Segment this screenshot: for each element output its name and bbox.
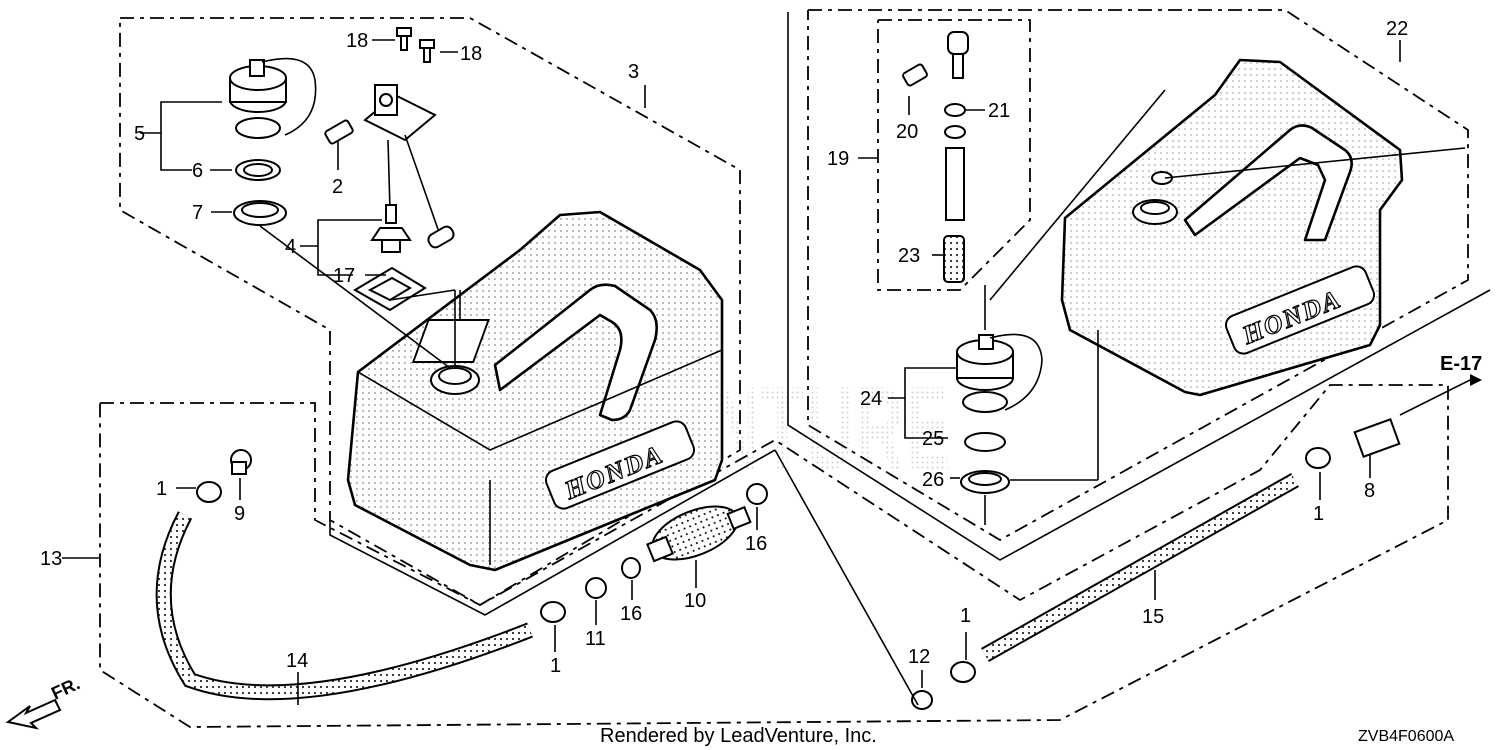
leader-lines xyxy=(62,39,1482,706)
callout-10: 10 xyxy=(684,590,706,612)
callout-16b: 16 xyxy=(745,533,767,555)
callout-18b: 18 xyxy=(460,43,482,65)
cap-assembly-19 xyxy=(902,31,969,283)
fuel-tank: HONDA xyxy=(346,210,724,572)
frame-lines xyxy=(329,12,1491,616)
hose-15 xyxy=(981,473,1299,662)
fuel-cap xyxy=(229,57,317,139)
fuel-gauge xyxy=(363,84,455,253)
callout-2: 2 xyxy=(332,176,343,198)
callout-1d: 1 xyxy=(1313,503,1324,525)
callout-1b: 1 xyxy=(550,655,561,677)
group-box-cap-assembly xyxy=(877,19,1031,291)
callouts: 18 18 3 5 6 7 2 4 17 13 1 9 14 1 11 16 1… xyxy=(40,18,1408,677)
callout-25: 25 xyxy=(922,428,944,450)
group-box-optional-tank xyxy=(807,9,1469,542)
callout-15: 15 xyxy=(1142,606,1164,628)
gauge-gasket xyxy=(353,266,427,312)
callout-4: 4 xyxy=(285,236,296,258)
callout-7: 7 xyxy=(192,202,203,224)
callout-6: 6 xyxy=(192,160,203,182)
callout-26: 26 xyxy=(922,469,944,491)
callout-3: 3 xyxy=(628,61,639,83)
callout-13: 13 xyxy=(40,548,62,570)
callout-5: 5 xyxy=(134,123,145,145)
credit-text: Rendered by LeadVenture, Inc. xyxy=(600,725,877,747)
callout-19: 19 xyxy=(827,148,849,170)
callout-17: 17 xyxy=(333,265,355,287)
callout-24: 24 xyxy=(860,388,882,410)
clamps-and-fittings xyxy=(196,418,1401,710)
drawing-code: ZVB4F0600A xyxy=(1358,728,1454,745)
group-box-hose-assembly xyxy=(99,384,1449,728)
cap-ring xyxy=(233,200,287,226)
callout-9: 9 xyxy=(234,503,245,525)
fuel-cap-24 xyxy=(956,333,1043,494)
callout-1a: 1 xyxy=(156,478,167,500)
callout-18a: 18 xyxy=(346,30,368,52)
callout-20: 20 xyxy=(896,121,918,143)
callout-11: 11 xyxy=(585,628,606,650)
callout-23: 23 xyxy=(898,245,920,267)
primer-bulb xyxy=(646,505,752,563)
callout-14: 14 xyxy=(286,650,308,672)
screw-18b xyxy=(419,39,435,63)
callout-1c: 1 xyxy=(960,605,971,627)
callout-16a: 16 xyxy=(620,603,642,625)
reference-label: E-17 xyxy=(1440,353,1482,375)
front-direction-arrow: FR. xyxy=(5,673,83,730)
screw-18a xyxy=(396,27,412,51)
joint-2 xyxy=(324,119,354,145)
hose-14 xyxy=(155,511,533,701)
callout-12: 12 xyxy=(908,646,930,668)
callout-22: 22 xyxy=(1386,18,1408,40)
callout-21: 21 xyxy=(988,100,1010,122)
optional-fuel-tank: HONDA xyxy=(1060,58,1404,397)
direction-label: FR. xyxy=(48,673,83,703)
cap-gasket xyxy=(235,159,281,181)
callout-8: 8 xyxy=(1364,480,1375,502)
